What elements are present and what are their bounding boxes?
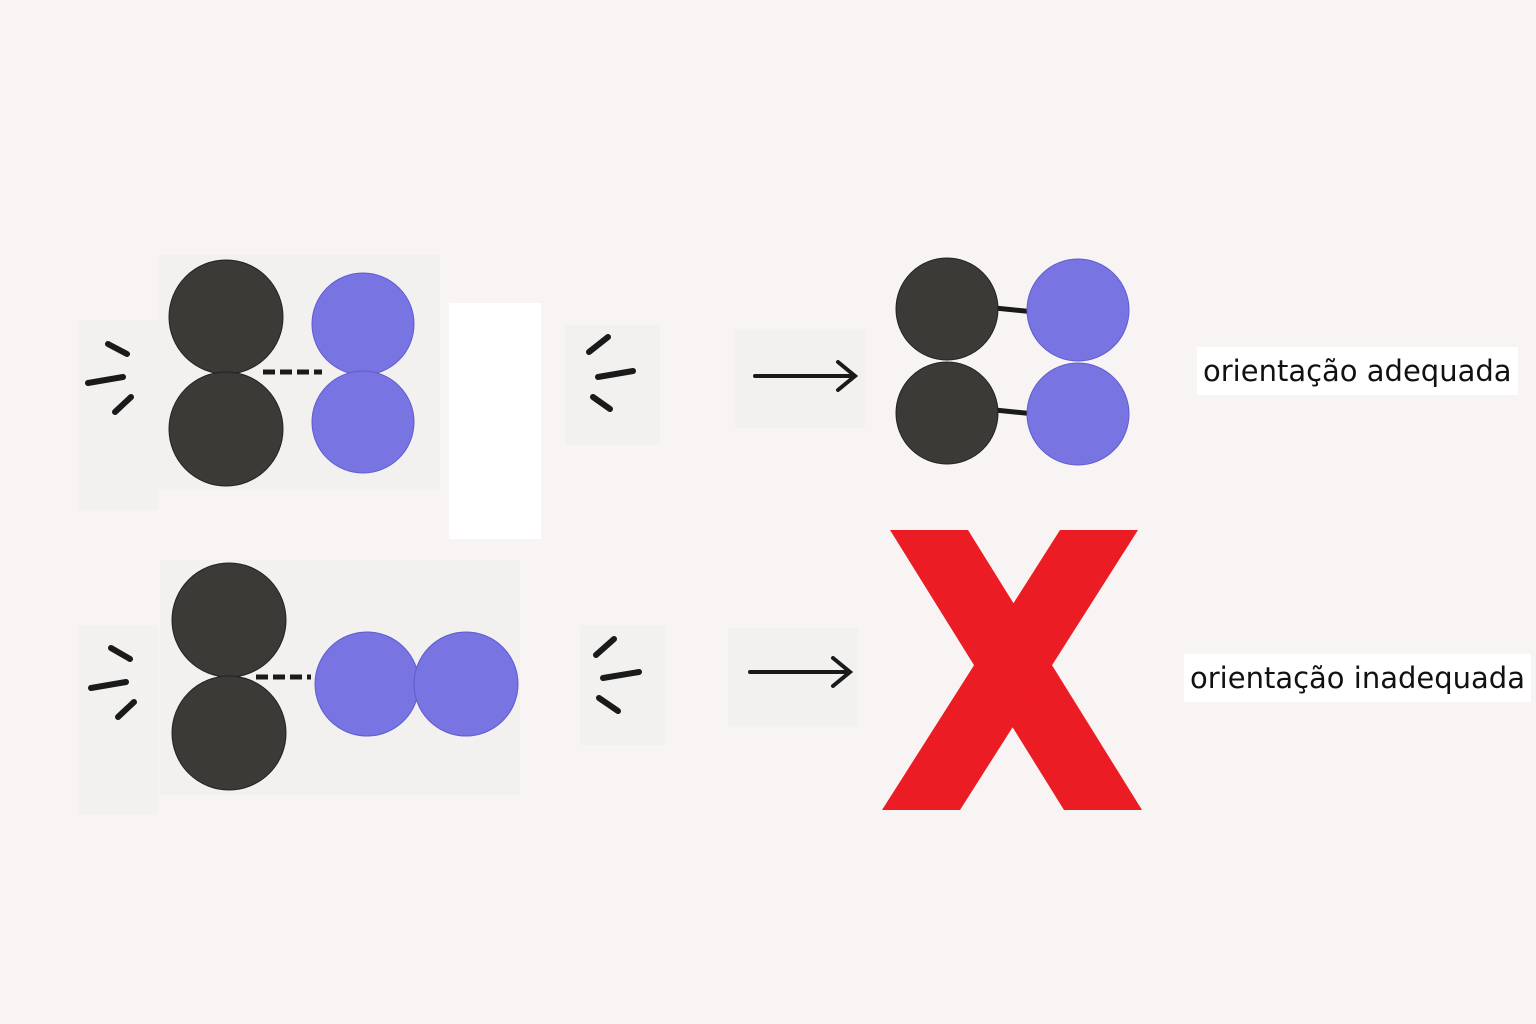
panel-bottom-arrow	[728, 628, 858, 726]
blue-atom	[311, 272, 415, 376]
bottom-reactants	[88, 562, 642, 791]
dark-atom	[168, 371, 284, 487]
panel-bottom-left	[78, 625, 158, 815]
dark-atom	[895, 361, 999, 465]
blue-atom	[413, 631, 519, 737]
panel-top-arrow	[735, 330, 865, 428]
arrow-right-icon	[748, 656, 854, 688]
dark-atom	[168, 259, 284, 375]
dark-atom	[895, 257, 999, 361]
top-reactants	[85, 259, 636, 487]
panel-top-right-lines	[565, 325, 660, 445]
blank-rectangle	[449, 303, 541, 539]
cross-icon	[882, 530, 1142, 810]
blue-atom	[1026, 362, 1130, 466]
motion-lines-icon	[586, 334, 636, 412]
motion-lines-icon	[85, 341, 134, 415]
motion-lines-icon	[593, 636, 642, 714]
arrow-right-icon	[753, 360, 859, 392]
blue-atom	[314, 631, 420, 737]
blue-atom	[311, 370, 415, 474]
dark-atom	[171, 562, 287, 678]
dark-atom	[171, 675, 287, 791]
motion-lines-icon	[88, 645, 137, 720]
row-label-inadequate: orientação inadequada	[1184, 654, 1531, 702]
panel-bottom-right-lines	[580, 625, 665, 745]
blue-atom	[1026, 258, 1130, 362]
row-label-adequate: orientação adequada	[1197, 347, 1518, 395]
product-molecules	[895, 257, 1130, 466]
